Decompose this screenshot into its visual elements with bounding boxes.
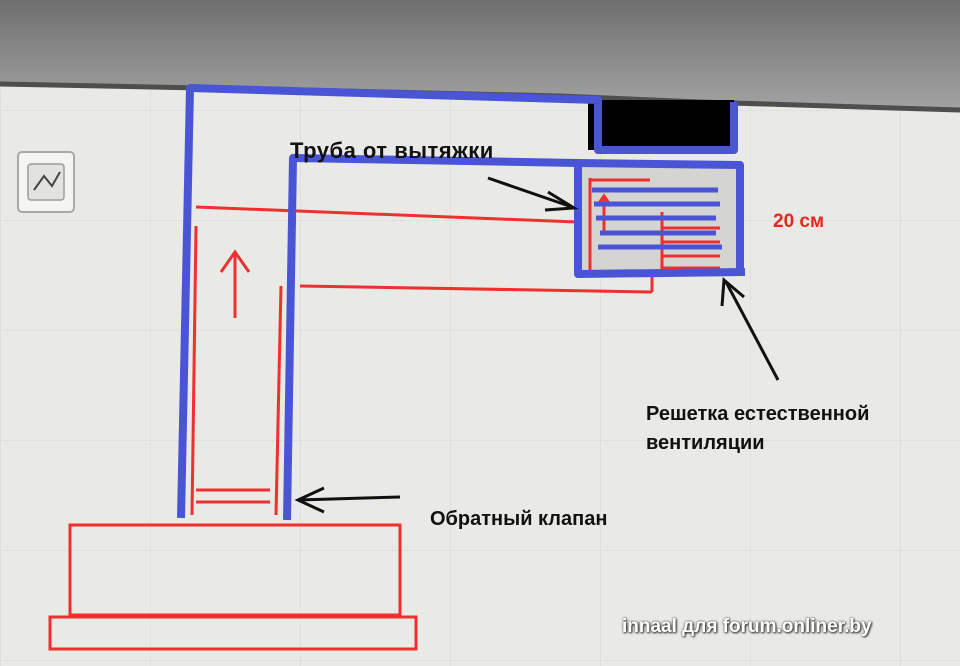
ceiling (0, 0, 960, 110)
pipe-pointer-arrow-icon (487, 176, 579, 212)
airflow-up-arrow-icon (219, 249, 251, 318)
red-vertical-duct (190, 225, 283, 516)
pipe-label: Труба от вытяжки (290, 138, 494, 163)
check-valve-label: Обратный клапан (430, 508, 608, 530)
blue-duct-outline (177, 84, 746, 521)
grille-label-line1: Решетка естественной (646, 403, 870, 425)
wall-tile-pattern (0, 90, 960, 666)
size-label: 20 см (773, 211, 825, 232)
grille-pointer-arrow-icon (720, 276, 780, 381)
socket-icon (17, 151, 75, 213)
black-block (588, 100, 734, 150)
range-hood (48, 523, 418, 651)
watermark-credit: innaal для forum.onliner.by (622, 616, 872, 637)
valve-pointer-arrow-icon (294, 486, 401, 514)
ventilation-grille (578, 163, 740, 275)
check-valve-lines (196, 488, 270, 504)
grille-label: Решетка естественной вентиляции (646, 400, 869, 458)
grille-label-line2: вентиляции (646, 432, 765, 454)
